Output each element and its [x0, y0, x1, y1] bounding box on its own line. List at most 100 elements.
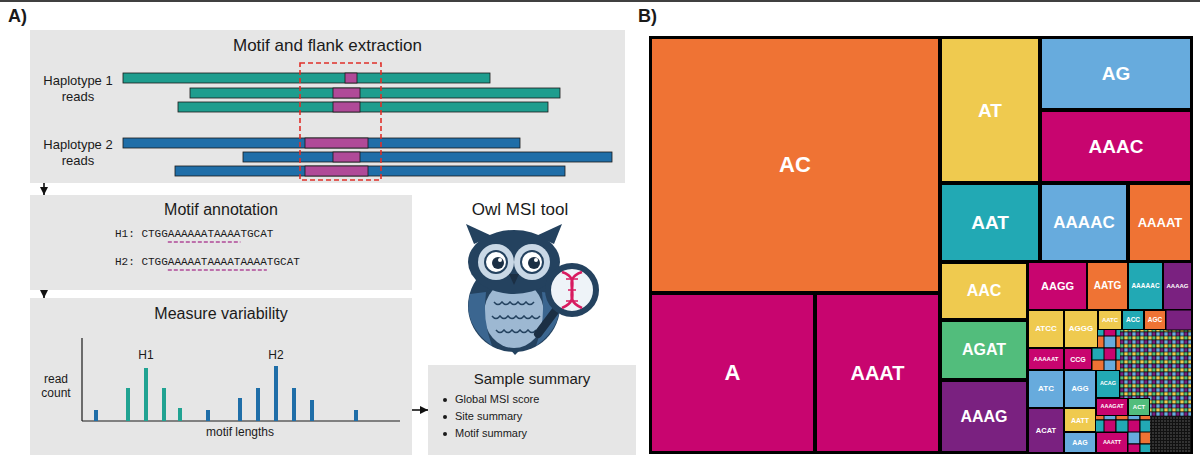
sequence-text: H2: CTGGAAAAATAAAATAAAATGCAT — [115, 256, 405, 269]
motif-label: AAAG — [960, 409, 1007, 425]
tool-name: Owl MSI tool — [445, 200, 595, 220]
motif-label: A — [725, 362, 741, 384]
treemap-cell: AG — [1040, 37, 1192, 110]
peak-label: H1 — [134, 348, 158, 362]
motif-label: AAGG — [1041, 281, 1074, 292]
motif-label: AAAAT — [1138, 216, 1183, 229]
motif-label: AGAT — [962, 342, 1006, 358]
flow-arrow — [412, 409, 428, 411]
process-panel: Measure variability read count motif lengt… — [30, 298, 412, 455]
bullet-item: Motif summary — [455, 427, 630, 440]
treemap-cell: AAAAAC — [1128, 262, 1163, 310]
panel-letter: A) — [8, 6, 38, 28]
panel-letter: B) — [638, 6, 668, 28]
process-panel: Motif and flank extractionHaplotype 1 re… — [30, 30, 625, 183]
treemap-cell: AAAAG — [1163, 262, 1192, 310]
treemap-cell: ATC — [1028, 370, 1064, 408]
track-label: Haplotype 2 reads — [38, 137, 118, 168]
treemap-cell: ACC — [1122, 310, 1144, 330]
motif-label: AAATT — [1103, 440, 1121, 446]
treemap-cell: ACAT — [1028, 408, 1064, 453]
track-label: Haplotype 1 reads — [38, 73, 118, 104]
axis-label: read count — [34, 372, 78, 401]
motif-label: AAAAC — [1053, 214, 1114, 231]
top-rule — [0, 0, 1200, 2]
panel-ground — [30, 298, 412, 455]
treemap-cell: AAAC — [1040, 110, 1192, 183]
motif-label: AT — [978, 101, 1002, 120]
motif-label: ACAG — [1100, 381, 1116, 387]
motif-label: AC — [779, 154, 811, 176]
treemap-cell: ACAG — [1096, 370, 1120, 398]
treemap-cell: AAC — [940, 262, 1028, 320]
motif-label: AATC — [1102, 317, 1118, 323]
treemap-cell: AATG — [1087, 262, 1128, 310]
motif-label: ACT — [1133, 404, 1145, 410]
motif-label: AAAC — [1089, 137, 1144, 156]
panel-ground — [30, 30, 625, 183]
treemap-cell: AAT — [940, 183, 1040, 262]
treemap-cell: A — [650, 293, 815, 453]
flow-arrow — [43, 183, 45, 195]
motif-label: AG — [1102, 64, 1131, 83]
motif-label: ATCC — [1035, 325, 1057, 333]
motif-label: AAAT — [850, 363, 904, 383]
process-panel: Sample summaryGlobal MSI scoreSite summa… — [428, 365, 636, 455]
motif-label: AAT — [971, 213, 1009, 232]
motif-label: AAAGAT — [1100, 404, 1123, 410]
treemap-cell: AAAAT — [1128, 183, 1192, 262]
motif-label: AATT — [1071, 417, 1089, 424]
treemap-cell: AAAGAT — [1096, 398, 1128, 416]
peak-label: H2 — [264, 348, 288, 362]
motif-label: ACAT — [1036, 427, 1056, 435]
treemap-cell: AAAAC — [1040, 183, 1128, 262]
panel-ground — [428, 365, 636, 455]
panel-title: Motif and flank extraction — [30, 36, 625, 56]
motif-label: ACC — [1126, 317, 1140, 324]
bullet-item: Site summary — [455, 410, 630, 423]
sequence-text: H1: CTGGAAAAAATAAAATGCAT — [115, 228, 405, 241]
motif-label: AAAAAT — [1034, 356, 1059, 362]
motif-underline — [168, 269, 267, 271]
panel-ground — [30, 195, 412, 290]
treemap-cell: AATC — [1098, 310, 1122, 330]
treemap-cell: AAGG — [1028, 262, 1087, 310]
treemap-cell: AAAG — [940, 380, 1028, 453]
motif-label: AGC — [1148, 317, 1162, 324]
panel-title: Motif annotation — [30, 200, 412, 219]
motif-underline — [168, 241, 241, 243]
owl-icon — [466, 224, 596, 355]
motif-label: AATG — [1094, 281, 1122, 291]
treemap-cell: AAAT — [815, 293, 940, 453]
process-panel: Motif annotationH1: CTGGAAAAAATAAAATGCAT… — [30, 195, 412, 290]
panel-title: Sample summary — [428, 370, 636, 388]
motif-label: AAC — [967, 283, 1002, 299]
treemap-cell: CCG — [1064, 348, 1092, 370]
flow-arrow — [43, 290, 45, 298]
treemap-cell: AT — [940, 37, 1040, 183]
treemap-cell: AAAAAT — [1028, 348, 1064, 370]
bullet-item: Global MSI score — [455, 393, 630, 406]
treemap-cell: AGG — [1064, 370, 1096, 408]
read-bars — [123, 73, 612, 176]
motif-label: AGG — [1071, 385, 1088, 393]
treemap-cell: AGGG — [1064, 310, 1098, 348]
treemap-cell: AAG — [1064, 432, 1096, 453]
treemap-cell: AGC — [1144, 310, 1166, 330]
motif-label: AGGG — [1069, 325, 1093, 333]
motif-label: AAAAG — [1167, 283, 1189, 289]
treemap-cell: AAATT — [1096, 432, 1128, 453]
treemap-small-cells — [1028, 310, 1192, 453]
axis-label: motif lengths — [140, 425, 340, 439]
motif-label: AAG — [1072, 439, 1088, 446]
treemap-frame — [650, 37, 1192, 453]
motif-label: CCG — [1070, 356, 1086, 363]
treemap-cell: ACT — [1128, 398, 1150, 416]
panel-grounds — [30, 30, 636, 455]
motif-label: AAAAAC — [1131, 283, 1159, 290]
histogram — [82, 338, 400, 421]
panel-title: Measure variability — [30, 304, 412, 323]
treemap-cell: AC — [650, 37, 940, 293]
treemap-cell: ATCC — [1028, 310, 1064, 348]
